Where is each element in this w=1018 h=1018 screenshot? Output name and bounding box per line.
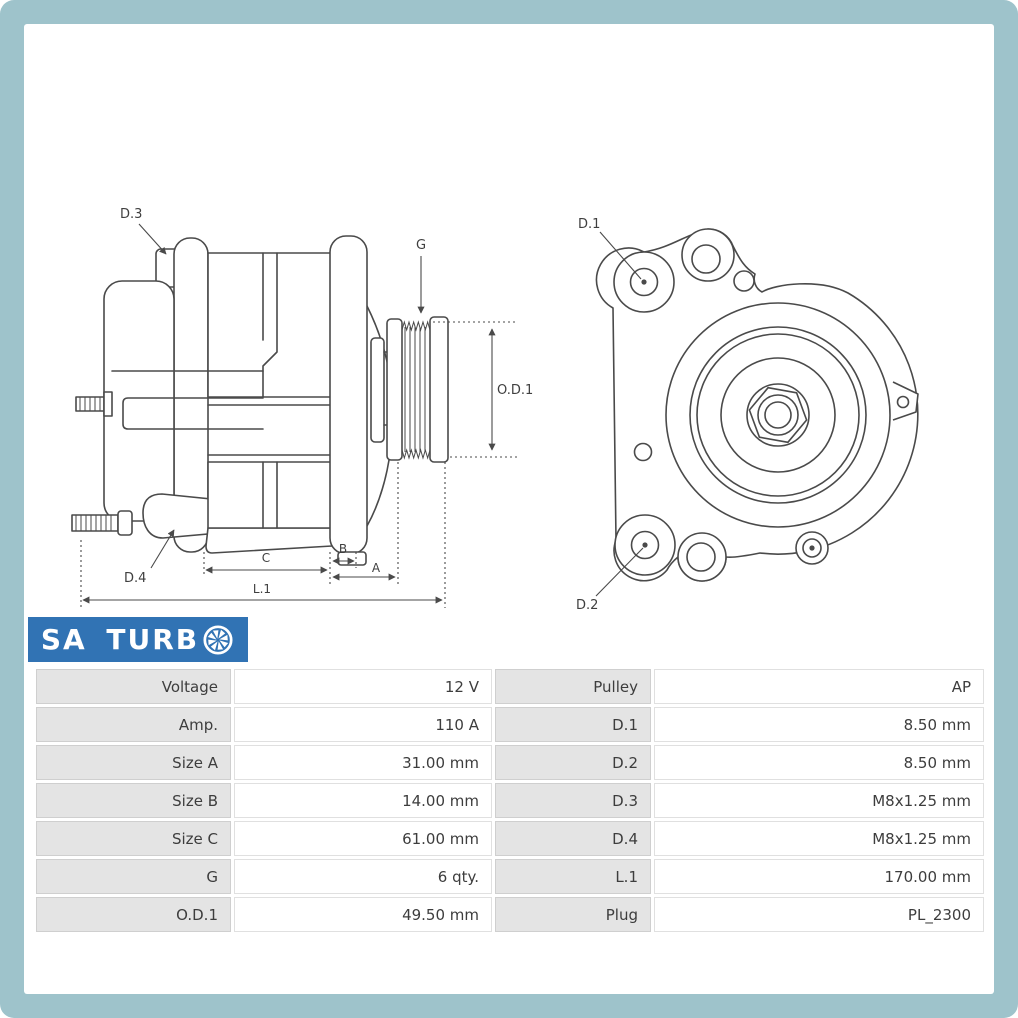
label-plug: Plug bbox=[495, 897, 651, 932]
stator-circle bbox=[665, 302, 891, 528]
dim-label-d2: D.2 bbox=[576, 598, 598, 612]
hub-ring bbox=[720, 357, 836, 473]
dim-label-b: B bbox=[339, 542, 347, 556]
rear-housing bbox=[103, 280, 175, 522]
label-d1: D.1 bbox=[495, 707, 651, 742]
spec-row-sizeb-d3: Size B 14.00 mm D.3 M8x1.25 mm bbox=[36, 783, 984, 818]
right-tab bbox=[892, 381, 919, 421]
dim-label-od1: O.D.1 bbox=[497, 383, 533, 398]
stator-body bbox=[111, 252, 333, 529]
value-d2: 8.50 mm bbox=[654, 745, 984, 780]
pulley-face-ring bbox=[696, 333, 860, 497]
turbo-fan-icon bbox=[203, 624, 233, 655]
brand-logo-text: SA TURB bbox=[40, 623, 200, 656]
d2-leader-line bbox=[595, 547, 644, 597]
dim-label-g: G bbox=[416, 238, 426, 253]
value-size-b: 14.00 mm bbox=[234, 783, 492, 818]
label-d3: D.3 bbox=[495, 783, 651, 818]
right-tab-hole bbox=[896, 395, 910, 409]
dim-od1: O.D.1 bbox=[433, 321, 533, 458]
value-d3: M8x1.25 mm bbox=[654, 783, 984, 818]
dim-label-c: C bbox=[262, 551, 270, 565]
label-d2: D.2 bbox=[495, 745, 651, 780]
label-size-c: Size C bbox=[36, 821, 231, 856]
spec-row-voltage-pulley: Voltage 12 V Pulley AP bbox=[36, 669, 984, 704]
front-bracket bbox=[329, 235, 368, 555]
spec-row-g-l1: G 6 qty. L.1 170.00 mm bbox=[36, 859, 984, 894]
lower-terminal-stud bbox=[71, 510, 133, 536]
value-pulley: AP bbox=[654, 669, 984, 704]
brand-logo: SA TURB bbox=[28, 617, 248, 662]
shaft-nut bbox=[746, 383, 810, 447]
pulley-side bbox=[386, 316, 449, 463]
value-d1: 8.50 mm bbox=[654, 707, 984, 742]
bottom-lobe bbox=[677, 532, 727, 582]
shaft bbox=[370, 337, 385, 443]
label-voltage: Voltage bbox=[36, 669, 231, 704]
d3-leader-line bbox=[138, 223, 167, 255]
dim-label-d3: D.3 bbox=[120, 207, 142, 222]
value-od1: 49.50 mm bbox=[234, 897, 492, 932]
value-amp: 110 A bbox=[234, 707, 492, 742]
spec-row-sizea-d2: Size A 31.00 mm D.2 8.50 mm bbox=[36, 745, 984, 780]
value-voltage: 12 V bbox=[234, 669, 492, 704]
spec-row-sizec-d4: Size C 61.00 mm D.4 M8x1.25 mm bbox=[36, 821, 984, 856]
label-d4: D.4 bbox=[495, 821, 651, 856]
value-size-c: 61.00 mm bbox=[234, 821, 492, 856]
d2-hole bbox=[630, 530, 660, 560]
alternator-side-view: D.3 G D.4 O.D.1 C B A L.1 bbox=[71, 207, 533, 608]
label-pulley: Pulley bbox=[495, 669, 651, 704]
label-size-a: Size A bbox=[36, 745, 231, 780]
value-d4: M8x1.25 mm bbox=[654, 821, 984, 856]
dim-label-a: A bbox=[372, 561, 381, 575]
value-l1: 170.00 mm bbox=[654, 859, 984, 894]
value-g: 6 qty. bbox=[234, 859, 492, 894]
alternator-front-view: D.1 D.2 bbox=[576, 217, 919, 612]
spec-table: Voltage 12 V Pulley AP Amp. 110 A D.1 8.… bbox=[33, 666, 987, 935]
mounting-foot bbox=[205, 527, 333, 554]
dim-label-d1: D.1 bbox=[578, 217, 600, 232]
value-size-a: 31.00 mm bbox=[234, 745, 492, 780]
value-plug: PL_2300 bbox=[654, 897, 984, 932]
alternator-technical-drawing: D.3 G D.4 O.D.1 C B A L.1 bbox=[71, 207, 919, 612]
label-g: G bbox=[36, 859, 231, 894]
left-small-hole bbox=[633, 442, 653, 462]
spec-row-amp-d1: Amp. 110 A D.1 8.50 mm bbox=[36, 707, 984, 742]
spec-row-od1-plug: O.D.1 49.50 mm Plug PL_2300 bbox=[36, 897, 984, 932]
dim-label-l1: L.1 bbox=[253, 582, 271, 596]
top-lobe-hole bbox=[691, 244, 721, 274]
bottom-dimensions: C B A L.1 bbox=[80, 462, 446, 608]
d4-leader-line bbox=[150, 529, 175, 569]
label-od1: O.D.1 bbox=[36, 897, 231, 932]
label-l1: L.1 bbox=[495, 859, 651, 894]
d1-hole bbox=[629, 267, 659, 297]
bottom-right-hole bbox=[802, 538, 822, 558]
label-size-b: Size B bbox=[36, 783, 231, 818]
mounting-ears bbox=[613, 228, 829, 582]
pulley-rim bbox=[689, 326, 867, 504]
dim-label-d4: D.4 bbox=[124, 571, 146, 586]
upper-terminal-stud bbox=[75, 391, 113, 417]
bottom-lobe-hole bbox=[686, 542, 716, 572]
d1-leader-line bbox=[599, 231, 642, 280]
top-small-hole bbox=[733, 270, 755, 292]
label-amp: Amp. bbox=[36, 707, 231, 742]
